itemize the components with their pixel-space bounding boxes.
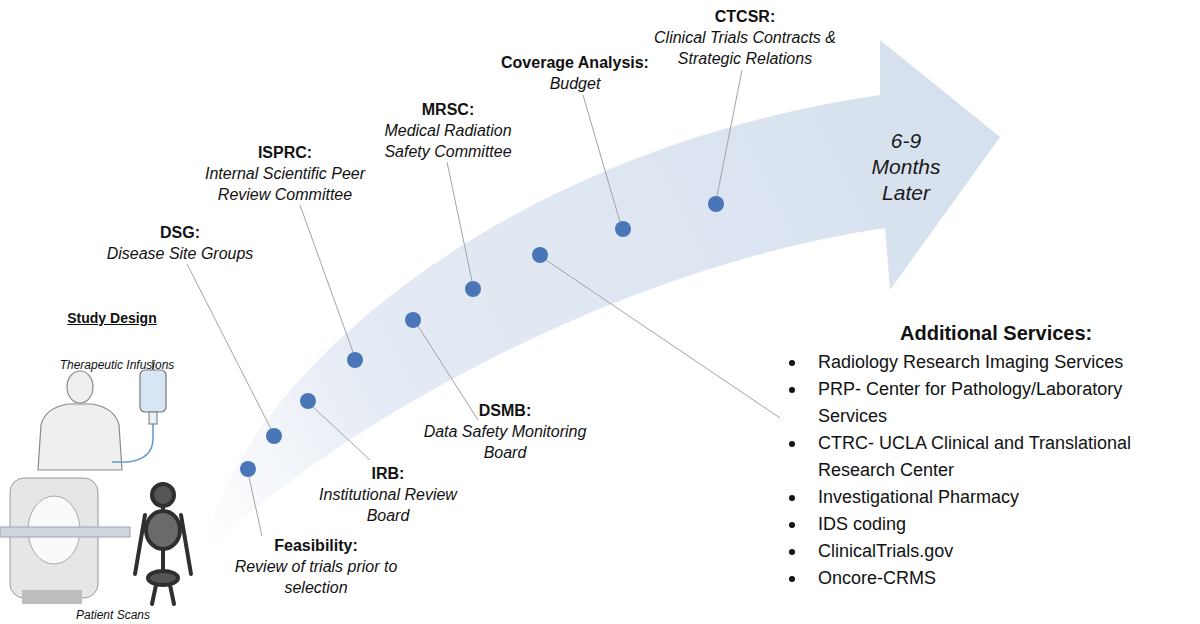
skeleton-ribs xyxy=(146,511,180,549)
leader-line xyxy=(187,264,271,429)
bullet-dot xyxy=(789,360,795,366)
milestone-heading: IRB: xyxy=(318,463,458,484)
bullet-dot xyxy=(789,576,795,582)
list-item-row: Radiology Research Imaging Services xyxy=(780,349,1195,376)
leader-line xyxy=(583,95,620,222)
list-heading-row: Additional Services: xyxy=(780,320,1195,346)
list-item: Oncore-CRMS xyxy=(818,565,1173,592)
leader-line xyxy=(313,407,370,460)
milestone-label: CTCSR:Clinical Trials Contracts & Strate… xyxy=(635,6,855,69)
services-list: Additional Services: Radiology Research I… xyxy=(780,320,1195,592)
list-item: ClinicalTrials.gov xyxy=(818,538,1173,565)
scanner-table xyxy=(0,527,130,537)
skeleton-arm xyxy=(181,515,191,574)
duration-label: 6-9 Months Later xyxy=(856,128,956,206)
skeleton-leg xyxy=(170,585,174,604)
list-item: IDS coding xyxy=(818,511,1173,538)
milestone-description: Clinical Trials Contracts & Strategic Re… xyxy=(635,27,855,69)
milestone-description: Disease Site Groups xyxy=(80,243,280,264)
leader-line xyxy=(717,70,742,196)
scanner-base xyxy=(22,590,82,604)
milestone-label: Coverage Analysis:Budget xyxy=(475,52,675,94)
milestone-description: Internal Scientific Peer Review Committe… xyxy=(185,163,385,205)
bullet-dot xyxy=(789,522,795,528)
milestone-dot xyxy=(532,247,548,263)
leader-line xyxy=(546,260,780,418)
milestone-description: Review of trials prior to selection xyxy=(231,556,401,598)
leader-line xyxy=(447,162,472,281)
patient-body xyxy=(38,404,122,470)
milestone-dot xyxy=(405,312,421,328)
milestone-description: Budget xyxy=(475,73,675,94)
bullet-dot xyxy=(789,387,795,393)
milestone-heading: ISPRC: xyxy=(185,142,385,163)
bullet-dot xyxy=(789,495,795,501)
milestone-heading: CTCSR: xyxy=(635,6,855,27)
milestone-heading: DSG: xyxy=(80,222,280,243)
milestone-label: Feasibility:Review of trials prior to se… xyxy=(231,535,401,598)
milestone-heading: Feasibility: xyxy=(231,535,401,556)
list-item: PRP- Center for Pathology/Laboratory Ser… xyxy=(818,376,1173,430)
milestone-description: Data Safety Monitoring Board xyxy=(420,421,590,463)
list-item: Radiology Research Imaging Services xyxy=(818,349,1173,376)
milestone-dot xyxy=(615,221,631,237)
skeleton-pelvis xyxy=(148,571,178,585)
list-item-row: Oncore-CRMS xyxy=(780,565,1195,592)
milestone-label: DSG:Disease Site Groups xyxy=(80,222,280,264)
milestone-label: ISPRC:Internal Scientific Peer Review Co… xyxy=(185,142,385,205)
milestone-label: MRSC:Medical Radiation Safety Committee xyxy=(363,99,533,162)
patient-infusion-illustration xyxy=(38,360,166,470)
illustration-caption: Patient Scans xyxy=(48,608,178,623)
list-item: CTRC- UCLA Clinical and Translational Re… xyxy=(818,430,1173,484)
milestone-label: DSMB:Data Safety Monitoring Board xyxy=(420,400,590,463)
list-heading: Additional Services: xyxy=(900,320,1195,346)
section-heading: Study Design xyxy=(52,309,172,327)
iv-bag xyxy=(140,370,166,412)
scanner-illustration xyxy=(0,478,130,604)
list-item-row: PRP- Center for Pathology/Laboratory Ser… xyxy=(780,376,1195,430)
leader-line xyxy=(300,205,353,352)
milestone-dot xyxy=(300,393,316,409)
milestone-heading: MRSC: xyxy=(363,99,533,120)
milestone-heading: Coverage Analysis: xyxy=(475,52,675,73)
illustration-caption: Therapeutic Infusions xyxy=(52,358,182,373)
list-item-row: ClinicalTrials.gov xyxy=(780,538,1195,565)
leader-line xyxy=(249,477,262,536)
skeleton-illustration xyxy=(135,484,191,604)
scanner-housing xyxy=(10,478,98,598)
bullet-dot xyxy=(789,549,795,555)
milestone-dot xyxy=(240,461,256,477)
skeleton-leg xyxy=(152,585,156,604)
leader-line xyxy=(418,326,478,420)
drip-chamber xyxy=(149,412,157,424)
milestone-heading: DSMB: xyxy=(420,400,590,421)
milestone-description: Medical Radiation Safety Committee xyxy=(363,120,533,162)
milestone-label: IRB:Institutional Review Board xyxy=(318,463,458,526)
bullet-dot xyxy=(789,441,795,447)
milestone-dot xyxy=(347,352,363,368)
list-item-row: CTRC- UCLA Clinical and Translational Re… xyxy=(780,430,1195,484)
arrow-text-box: 6-9 Months Later xyxy=(856,128,956,206)
milestone-description: Institutional Review Board xyxy=(318,484,458,526)
iv-tube xyxy=(112,424,153,462)
list-item-row: Investigational Pharmacy xyxy=(780,484,1195,511)
milestone-dot xyxy=(708,196,724,212)
milestone-dot xyxy=(266,428,282,444)
skeleton-arm xyxy=(135,515,145,574)
skeleton-skull xyxy=(152,484,174,506)
milestone-dots xyxy=(240,196,724,477)
list-item: Investigational Pharmacy xyxy=(818,484,1173,511)
milestone-dot xyxy=(465,281,481,297)
patient-head xyxy=(67,371,93,403)
leader-lines xyxy=(187,70,780,536)
list-item-row: IDS coding xyxy=(780,511,1195,538)
